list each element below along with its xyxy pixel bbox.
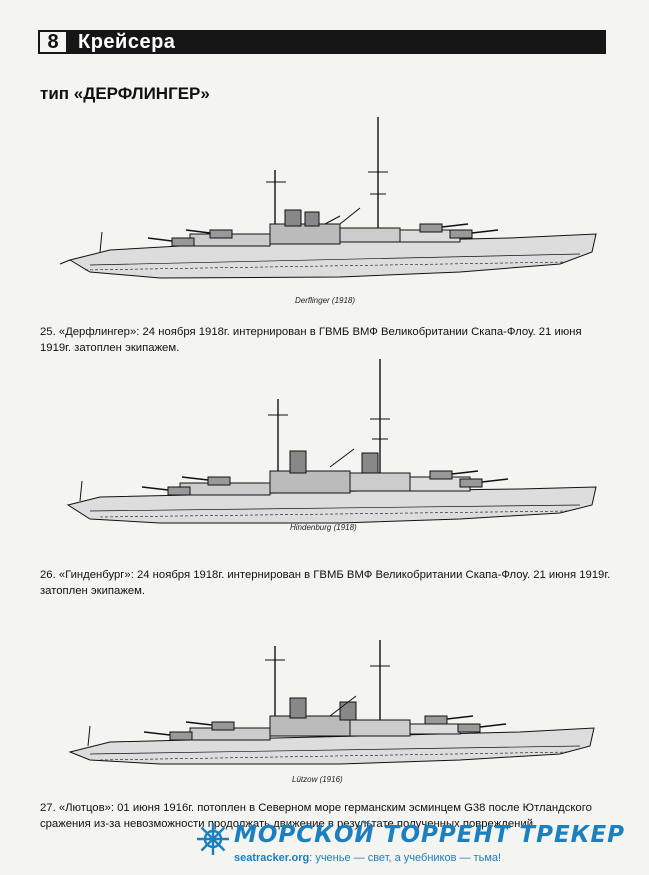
lutzow-profile xyxy=(68,640,595,765)
tracker-site-link[interactable]: seatracker.org xyxy=(234,852,310,864)
caption-derflinger: 25. «Дерфлингер»: 24 ноября 1918г. интер… xyxy=(40,326,582,354)
ship-label: Hindenburg (1918) xyxy=(290,523,357,532)
ship-wheel-icon xyxy=(197,823,229,855)
caption-lutzow: 27. «Лютцов»: 01 июня 1916г. потоплен в … xyxy=(40,802,592,830)
ship-label: Lützow (1916) xyxy=(292,775,343,784)
ship-drawing-derflinger: Derflinger (1918) xyxy=(40,112,612,305)
tracker-watermark: МОРСКОЙ ТОРРЕНТ ТРЕКЕР seatracker.org: у… xyxy=(196,820,626,872)
page-number: 8 xyxy=(38,30,68,54)
tracker-slogan: seatracker.org: ученье — свет, а учебник… xyxy=(234,852,501,864)
section-title: Крейсера xyxy=(78,30,176,53)
derflinger-profile xyxy=(59,117,597,279)
caption-hindenburg: 26. «Гинденбург»: 24 ноября 1918г. интер… xyxy=(40,569,611,597)
ship-label: Derflinger (1918) xyxy=(295,296,356,305)
hindenburg-profile xyxy=(66,359,597,524)
tracker-name: МОРСКОЙ ТОРРЕНТ ТРЕКЕР xyxy=(234,822,626,848)
header-bar: 8 Крейсера xyxy=(38,30,606,54)
ship-drawing-lutzow: Lützow (1916) xyxy=(40,636,612,786)
ship-drawing-hindenburg: Hindenburg (1918) xyxy=(40,355,612,540)
slogan-text: : ученье — свет, а учебников — тьма! xyxy=(309,852,502,864)
type-title: тип «ДЕРФЛИНГЕР» xyxy=(40,84,210,103)
